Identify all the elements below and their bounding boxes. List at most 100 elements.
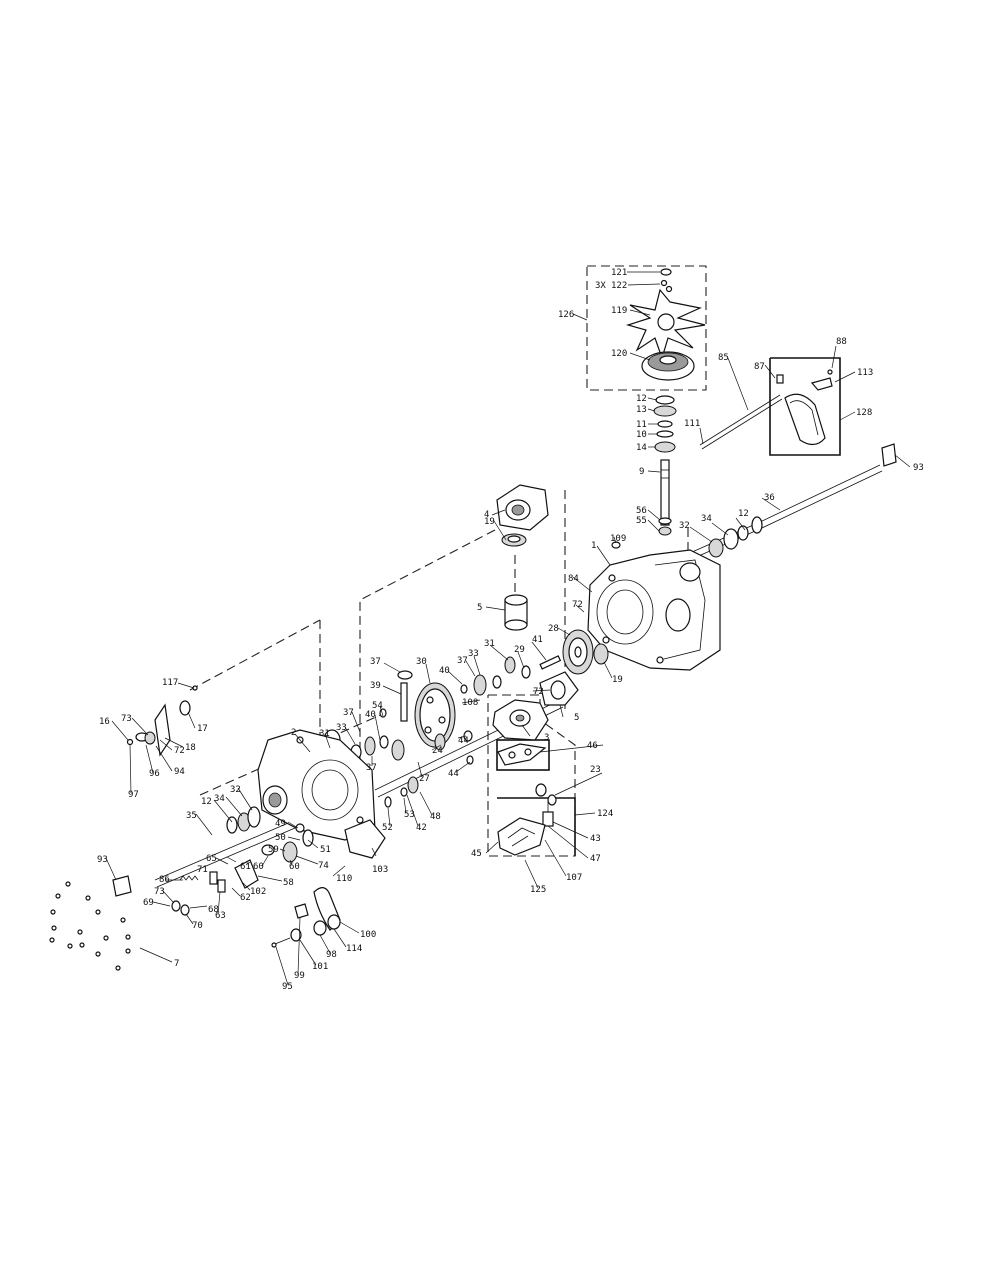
callout-37-left: 37 — [343, 708, 354, 718]
spring-86-icon — [179, 875, 199, 881]
callout-11: 11 — [636, 420, 647, 430]
callout-39: 39 — [370, 681, 381, 691]
callout-35: 35 — [186, 811, 197, 821]
callout-113: 113 — [857, 368, 873, 378]
callout-50: 50 — [275, 833, 286, 843]
callout-55: 55 — [636, 516, 647, 526]
callout-19-lower: 19 — [612, 675, 623, 685]
callout-58: 58 — [283, 878, 294, 888]
seal-19-lower-icon — [593, 643, 609, 665]
callout-34-left: 34 — [214, 794, 225, 804]
bracket-kit-frame — [769, 357, 841, 456]
callout-125: 125 — [530, 885, 546, 895]
end-plate-93b-icon — [112, 875, 132, 897]
callout-97: 97 — [128, 790, 139, 800]
callout-85: 85 — [718, 353, 729, 363]
callout-9: 9 — [639, 467, 644, 477]
callout-56: 56 — [636, 506, 647, 516]
callout-7: 7 — [174, 959, 179, 969]
pump-housing-3-icon — [492, 699, 549, 741]
callout-5-top: 5 — [477, 603, 482, 613]
clip-113-icon — [810, 369, 833, 391]
callout-19-top: 19 — [484, 517, 495, 527]
callout-32-right: 32 — [679, 521, 690, 531]
callout-71: 71 — [197, 865, 208, 875]
input-shaft-9 — [660, 459, 670, 526]
callout-62: 62 — [240, 893, 251, 903]
callout-117: 117 — [162, 678, 178, 688]
bolts-7-icon — [49, 881, 131, 971]
callout-114: 114 — [346, 944, 362, 954]
callout-69: 69 — [143, 898, 154, 908]
housing-top-icon — [496, 484, 549, 531]
callout-70: 70 — [192, 921, 203, 931]
callout-46: 46 — [587, 741, 598, 751]
callout-49: 49 — [275, 819, 286, 829]
callout-40-left: 40 — [365, 710, 376, 720]
fan-blade-icon — [625, 288, 706, 360]
pinion-gears-icon — [400, 730, 474, 797]
fan-assembly-frame — [586, 265, 707, 391]
callout-72-right: 72 — [572, 600, 583, 610]
callout-40-right: 40 — [439, 666, 450, 676]
callout-93-left: 93 — [97, 855, 108, 865]
callout-12-top: 12 — [636, 394, 647, 404]
callout-44-top: 44 — [458, 736, 469, 746]
callout-44-bottom: 44 — [448, 769, 459, 779]
callout-17: 17 — [197, 724, 208, 734]
pulley-icon — [641, 351, 695, 381]
callout-42: 42 — [416, 823, 427, 833]
callout-121: 121 — [611, 268, 627, 278]
callout-52: 52 — [382, 823, 393, 833]
callout-109: 109 — [610, 534, 626, 544]
callout-5-lower: 5 — [574, 713, 579, 723]
callout-14: 14 — [636, 443, 647, 453]
callout-128: 128 — [856, 408, 872, 418]
callout-10: 10 — [636, 430, 647, 440]
axle-shaft-left — [154, 817, 303, 888]
callout-36: 36 — [764, 493, 775, 503]
screws-122-icon — [660, 279, 673, 293]
cylinder-block-5-icon — [504, 594, 528, 631]
brake-disc-icon — [261, 823, 314, 863]
callout-103: 103 — [372, 865, 388, 875]
callout-72-left: 72 — [174, 746, 185, 756]
cover-103-icon — [344, 819, 386, 859]
washers-52-42-icon — [384, 796, 392, 808]
housing-left-icon — [257, 729, 376, 841]
callout-126: 126 — [558, 310, 574, 320]
cover-plate-icon — [784, 393, 826, 446]
callout-23: 23 — [590, 765, 601, 775]
callout-61: 61 — [240, 862, 251, 872]
callout-12-left: 12 — [201, 797, 212, 807]
callout-31-left: 31 — [319, 729, 330, 739]
callout-122: 122 — [611, 281, 627, 291]
cap-121-icon — [660, 268, 672, 276]
callout-98: 98 — [326, 950, 337, 960]
callout-30: 30 — [416, 657, 427, 667]
callout-18: 18 — [185, 743, 196, 753]
washers-stack-icon — [653, 395, 677, 536]
callout-3x: 3X — [595, 281, 606, 291]
callout-33-left: 33 — [336, 723, 347, 733]
callout-41: 41 — [532, 635, 543, 645]
bearings-left-icon — [226, 806, 261, 834]
callout-96: 96 — [149, 769, 160, 779]
pin-87-icon — [776, 374, 784, 384]
callout-54: 54 — [372, 701, 383, 711]
callout-53: 53 — [404, 810, 415, 820]
callout-101: 101 — [312, 962, 328, 972]
pin-41-29-icon — [521, 655, 562, 679]
callout-120: 120 — [611, 349, 627, 359]
brake-arm-icon — [209, 859, 259, 893]
callout-119: 119 — [611, 306, 627, 316]
callout-100: 100 — [360, 930, 376, 940]
end-plate-93-icon — [881, 443, 897, 467]
callout-72-center: 72 — [533, 687, 544, 697]
callout-29: 29 — [514, 645, 525, 655]
callout-3: 3 — [544, 733, 549, 743]
gear-28-icon — [562, 629, 594, 675]
callout-65: 65 — [206, 854, 217, 864]
callout-47: 47 — [590, 854, 601, 864]
callout-27: 27 — [419, 774, 430, 784]
